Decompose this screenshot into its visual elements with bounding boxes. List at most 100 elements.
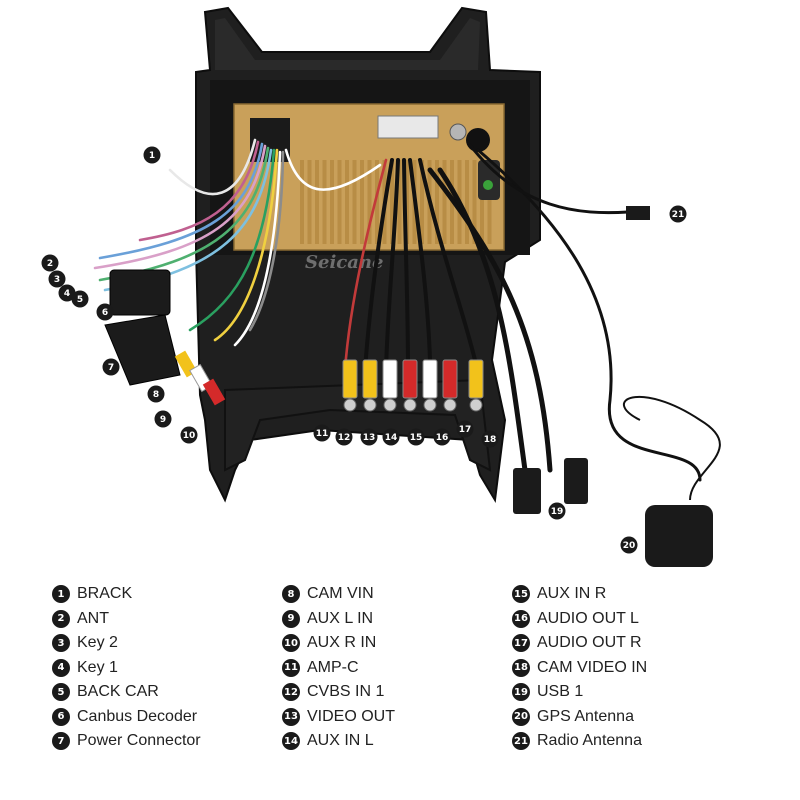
legend-number: 3	[52, 634, 70, 653]
gps-antenna	[623, 396, 721, 567]
seicane-watermark: Seicane	[305, 252, 383, 273]
callout-number: 11	[316, 429, 329, 439]
callout-circle	[360, 428, 378, 446]
rca-plug	[422, 359, 438, 399]
legend-label: CAM VIDEO IN	[537, 658, 648, 676]
radio-antenna-plug	[626, 206, 650, 220]
heat-sink-fin	[300, 160, 304, 244]
callout-number: 13	[363, 433, 376, 443]
heat-sink-fin	[322, 160, 327, 244]
heat-sink-fin	[442, 160, 447, 244]
callout-circle	[96, 303, 114, 321]
legend-item: 1 BRACK	[52, 582, 292, 607]
legend-number: 5	[52, 683, 70, 702]
callout-circle	[335, 428, 353, 446]
legend-number: 6	[52, 707, 70, 726]
heat-sink-fin	[330, 160, 334, 244]
legend-item: 6 Canbus Decoder	[52, 705, 292, 730]
callout-circle	[58, 284, 76, 302]
legend-number: 4	[52, 658, 70, 677]
heat-sink-fin	[390, 160, 394, 244]
legend-label: BRACK	[77, 585, 133, 603]
legend-label: AUX R IN	[307, 634, 377, 652]
callout-circle	[620, 536, 638, 554]
callout-circle	[48, 270, 66, 288]
callout-circle	[143, 146, 161, 164]
callout-number: 21	[672, 210, 685, 220]
callout-number: 3	[54, 275, 60, 285]
legend-label: AUDIO OUT R	[537, 634, 642, 652]
legend-label: GPS Antenna	[537, 707, 634, 725]
legend-label: CVBS IN 1	[307, 683, 385, 701]
legend-label: AUX L IN	[307, 609, 374, 627]
canbus-decoder-box	[109, 269, 171, 316]
heat-sink-fin	[487, 160, 492, 244]
callout-number: 16	[436, 433, 449, 443]
callout-circle	[407, 428, 425, 446]
legend-label: CAM VIN	[307, 585, 374, 603]
heat-sink-fin	[480, 160, 484, 244]
rca-jack	[423, 398, 437, 412]
callout-number: 18	[484, 435, 497, 445]
heat-sink-fin	[307, 160, 312, 244]
callout-number: 9	[160, 415, 166, 425]
legend-label: AUX IN R	[537, 585, 607, 603]
heat-sink-fin	[375, 160, 379, 244]
legend-label: ANT	[77, 609, 109, 627]
callout-circle	[382, 428, 400, 446]
callout-number: 14	[385, 433, 398, 443]
heat-sink-fin	[345, 160, 349, 244]
legend-number: 18	[512, 658, 530, 677]
usb-plugs	[513, 458, 588, 514]
legend-label: Key 2	[77, 634, 118, 652]
legend-item: 13 VIDEO OUT	[282, 705, 522, 730]
legend-number: 13	[282, 707, 300, 726]
legend-item: 21 Radio Antenna	[512, 729, 752, 754]
legend-label: Canbus Decoder	[77, 707, 198, 725]
legend-item: 2 ANT	[52, 607, 292, 632]
legend-number: 8	[282, 585, 300, 604]
legend-label: Radio Antenna	[537, 732, 642, 750]
heat-sink-fin	[315, 160, 319, 244]
legend-number: 15	[512, 585, 530, 604]
callout-circle	[41, 254, 59, 272]
callout-number: 5	[77, 295, 83, 305]
rca-jack	[469, 398, 483, 412]
heat-sink-fin	[435, 160, 439, 244]
legend-item: 8 CAM VIN	[282, 582, 522, 607]
heat-sink-fin	[405, 160, 409, 244]
callout-number: 17	[459, 425, 472, 435]
legend-number: 2	[52, 609, 70, 628]
callout-number: 20	[623, 541, 636, 551]
legend-number: 21	[512, 732, 530, 751]
rca-jack	[363, 398, 377, 412]
callout-circle	[433, 428, 451, 446]
callout-number: 7	[108, 363, 114, 373]
callout-number: 1	[149, 151, 155, 161]
callout-circle	[456, 420, 474, 438]
rca-plug	[382, 359, 398, 399]
heat-sink-fin	[352, 160, 357, 244]
heat-sink-fin	[367, 160, 372, 244]
heat-sink-fin	[397, 160, 402, 244]
rca-plug	[362, 359, 378, 399]
heat-sink-fin	[337, 160, 342, 244]
legend-label: VIDEO OUT	[307, 707, 396, 725]
power-connector-box	[104, 314, 181, 386]
callout-number: 4	[64, 289, 70, 299]
rca-jack	[343, 398, 357, 412]
legend-item: 18 CAM VIDEO IN	[512, 656, 752, 681]
callout-circle	[669, 205, 687, 223]
legend-item: 15 AUX IN R	[512, 582, 752, 607]
legend-number: 1	[52, 585, 70, 604]
